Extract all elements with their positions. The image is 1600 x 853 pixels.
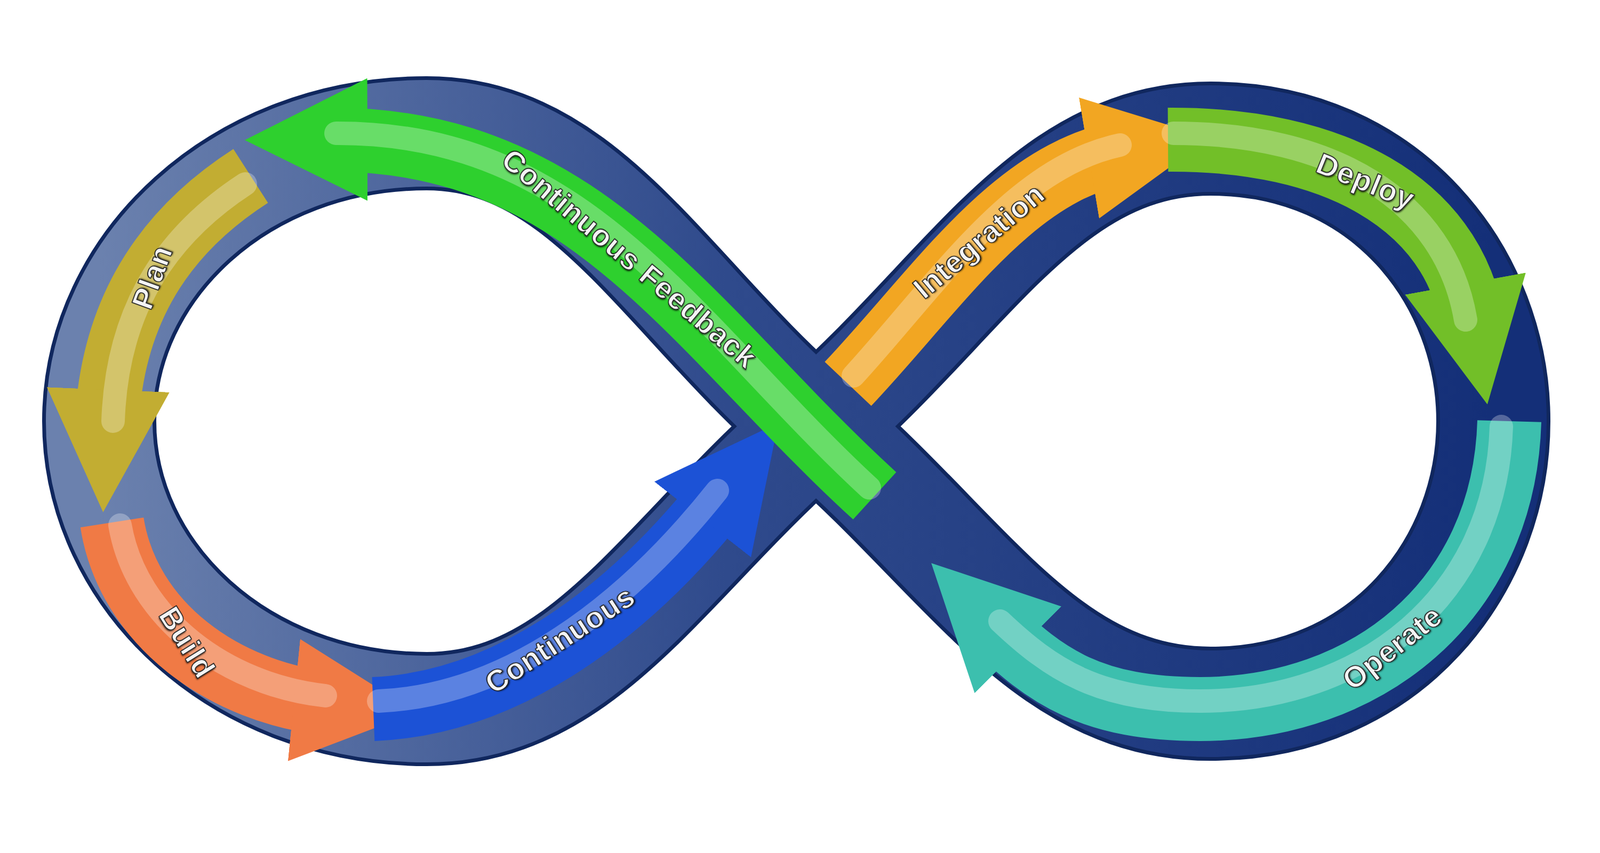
- stage-label: Build: [153, 602, 220, 684]
- stage-label: Operate: [1337, 600, 1448, 696]
- stage-label: Plan: [126, 241, 178, 314]
- flow-arrow: Operate: [1332, 595, 1453, 700]
- flow-arrow: Continuous: [475, 576, 645, 704]
- flow-arrow: Build: [149, 597, 224, 688]
- stage-label: Continuous Feedback: [496, 143, 763, 374]
- flow-arrow: Continuous Feedback: [491, 139, 767, 379]
- stage-label: Continuous: [480, 580, 640, 700]
- flow-arrow: Deploy: [1307, 144, 1424, 219]
- stage-label: Integration: [907, 178, 1050, 304]
- flow-arrow: Plan: [123, 236, 181, 319]
- flow-arrow: Integration: [902, 173, 1055, 309]
- stage-label: Deploy: [1312, 148, 1419, 215]
